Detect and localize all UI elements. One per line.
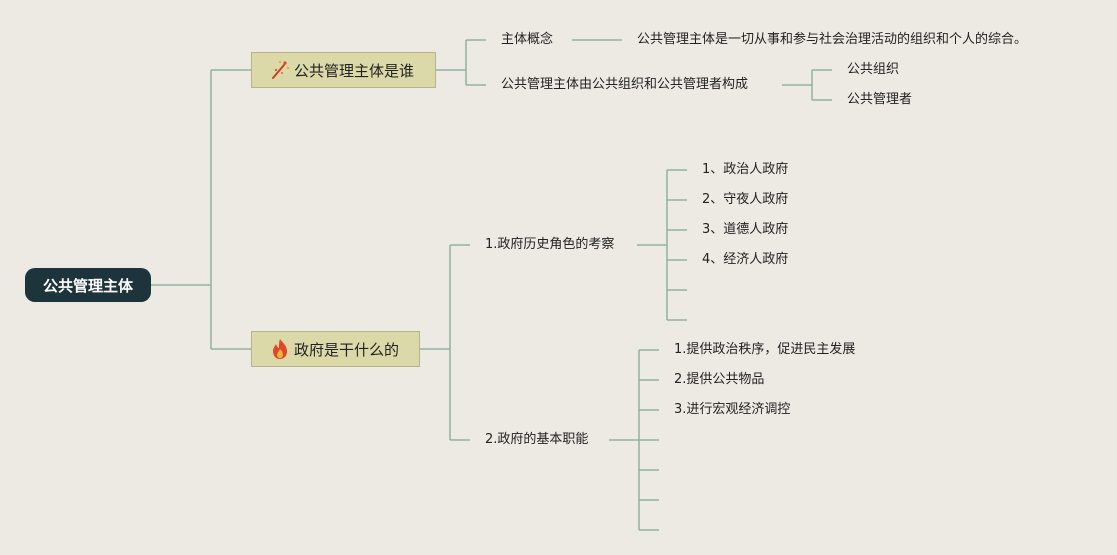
- topic-role-moral[interactable]: 3、道德人政府: [702, 222, 789, 237]
- topic-role-night-watchman[interactable]: 2、守夜人政府: [702, 192, 789, 207]
- topic-role-economic[interactable]: 4、经济人政府: [702, 252, 789, 267]
- branch-label: 政府是干什么的: [294, 340, 400, 359]
- topic-public-manager[interactable]: 公共管理者: [847, 92, 913, 107]
- topic-function-political-order[interactable]: 1.提供政治秩序，促进民主发展: [674, 342, 856, 357]
- topic-function-public-goods[interactable]: 2.提供公共物品: [674, 372, 765, 387]
- topic-function-macro-control[interactable]: 3.进行宏观经济调控: [674, 402, 791, 417]
- root-topic-label: 公共管理主体: [42, 276, 133, 295]
- topic-subject-definition[interactable]: 公共管理主体是一切从事和参与社会治理活动的组织和个人的综合。: [637, 32, 1028, 47]
- fireworks-icon: [272, 60, 290, 79]
- root-topic[interactable]: 公共管理主体: [25, 268, 151, 302]
- topic-basic-functions[interactable]: 2.政府的基本职能: [485, 432, 589, 447]
- topic-subject-composition[interactable]: 公共管理主体由公共组织和公共管理者构成: [501, 77, 749, 92]
- branch-label: 公共管理主体是谁: [294, 61, 415, 80]
- branch-government-role[interactable]: 政府是干什么的: [251, 331, 420, 367]
- topic-historical-roles[interactable]: 1.政府历史角色的考察: [485, 237, 615, 252]
- fire-icon: [273, 339, 287, 359]
- branch-who-is-subject[interactable]: 公共管理主体是谁: [251, 52, 436, 88]
- topic-public-organization[interactable]: 公共组织: [847, 62, 900, 77]
- topic-role-political[interactable]: 1、政治人政府: [702, 162, 789, 177]
- topic-subject-concept[interactable]: 主体概念: [501, 32, 554, 47]
